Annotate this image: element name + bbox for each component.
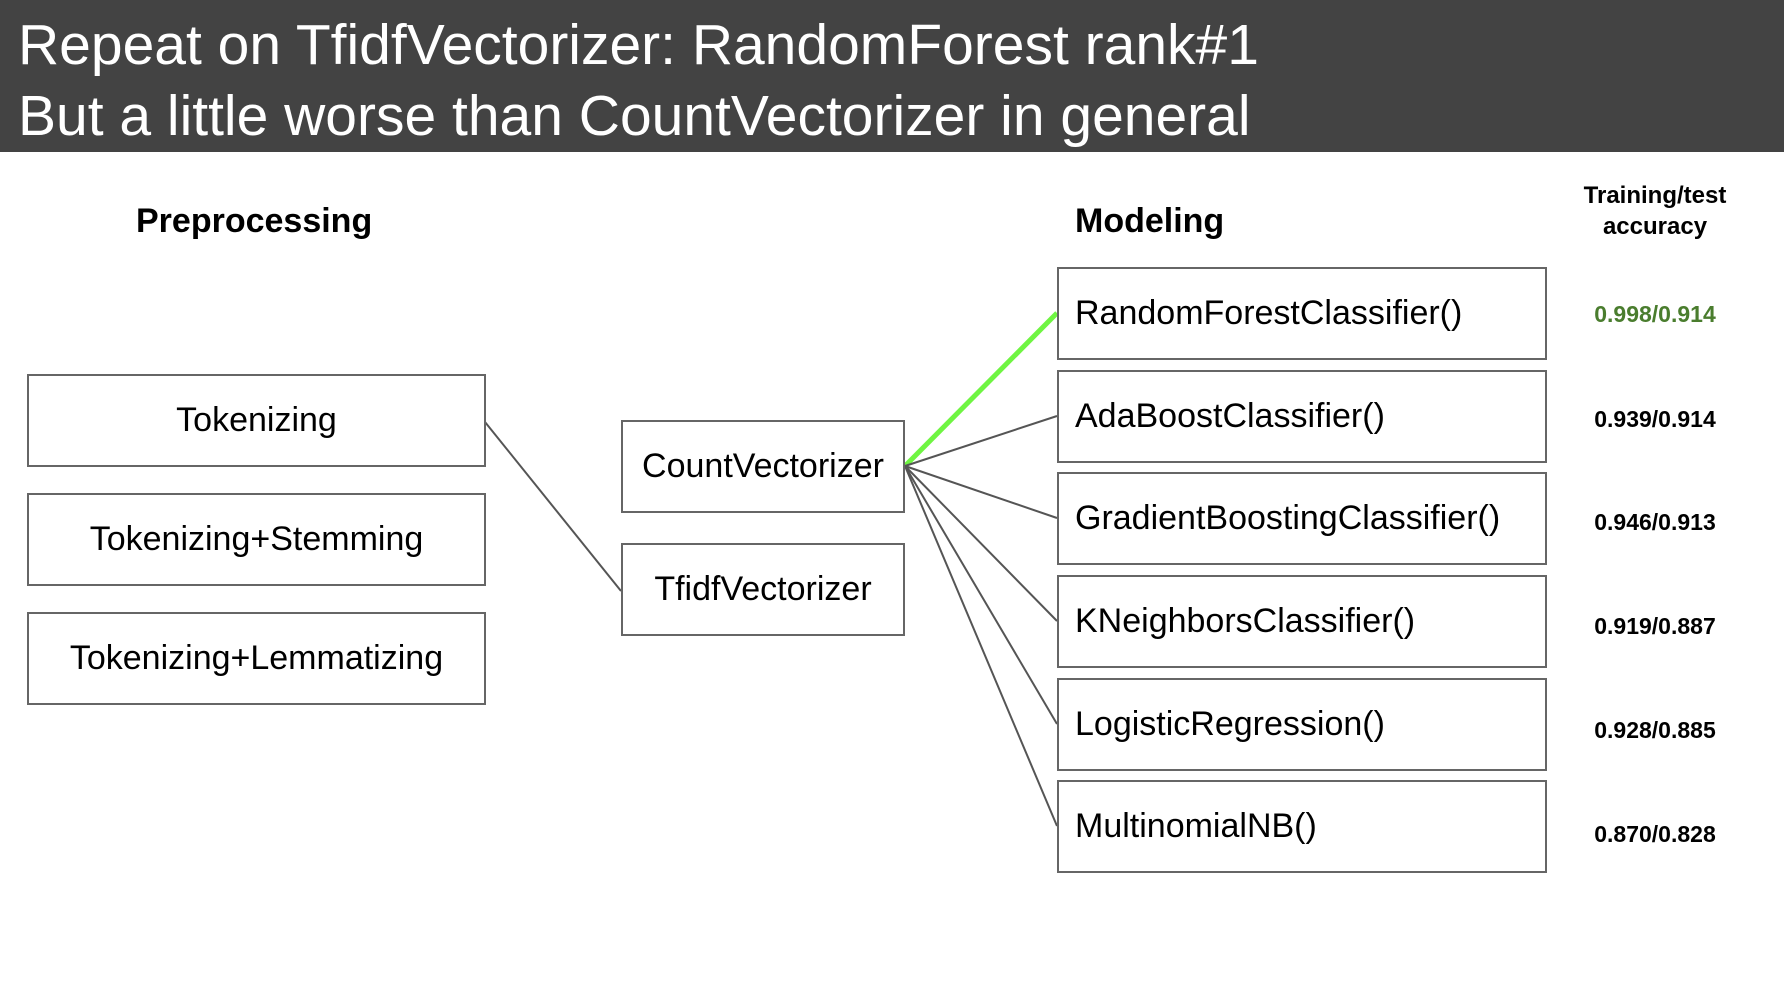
vectorizer-count: CountVectorizer xyxy=(621,420,905,513)
accuracy-logistic-regression: 0.928/0.885 xyxy=(1594,717,1716,743)
model-gradient-boosting: GradientBoostingClassifier() xyxy=(1057,472,1547,565)
model-adaboost: AdaBoostClassifier() xyxy=(1057,370,1547,463)
preprocessing-tokenizing: Tokenizing xyxy=(27,374,486,467)
preprocessing-tokenizing-stemming: Tokenizing+Stemming xyxy=(27,493,486,586)
preprocessing-heading: Preprocessing xyxy=(136,202,373,240)
link-countvectorizer-to-model-5 xyxy=(904,465,1058,827)
model-gradient-boosting-label: GradientBoostingClassifier() xyxy=(1075,499,1501,537)
slide-title-line-1: Repeat on TfidfVectorizer: RandomForest … xyxy=(18,13,1259,77)
model-random-forest: RandomForestClassifier() xyxy=(1057,267,1547,360)
slide-title-line-2: But a little worse than CountVectorizer … xyxy=(18,84,1251,148)
accuracy-heading-line-2: accuracy xyxy=(1602,213,1708,240)
model-logistic-regression-label: LogisticRegression() xyxy=(1075,705,1385,743)
vectorizer-tfidf: TfidfVectorizer xyxy=(621,543,905,636)
model-multinomial-nb: MultinomialNB() xyxy=(1057,780,1547,873)
modeling-heading: Modeling xyxy=(1075,202,1225,240)
vectorizer-count-label: CountVectorizer xyxy=(642,447,884,485)
preprocessing-tokenizing-lemmatizing-label: Tokenizing+Lemmatizing xyxy=(69,639,444,677)
model-kneighbors: KNeighborsClassifier() xyxy=(1057,575,1547,668)
link-countvectorizer-to-model-2 xyxy=(904,465,1058,519)
link-countvectorizer-to-model-1 xyxy=(904,415,1058,467)
accuracy-heading-line-1: Training/test xyxy=(1583,182,1727,209)
accuracy-adaboost: 0.939/0.914 xyxy=(1594,406,1716,432)
model-adaboost-label: AdaBoostClassifier() xyxy=(1075,397,1385,435)
preprocessing-tokenizing-lemmatizing: Tokenizing+Lemmatizing xyxy=(27,612,486,705)
model-kneighbors-label: KNeighborsClassifier() xyxy=(1075,602,1416,640)
accuracy-gradient-boosting: 0.946/0.913 xyxy=(1594,509,1716,535)
accuracy-multinomial-nb: 0.870/0.828 xyxy=(1594,821,1716,847)
preprocessing-tokenizing-stemming-label: Tokenizing+Stemming xyxy=(89,520,424,558)
model-logistic-regression: LogisticRegression() xyxy=(1057,678,1547,771)
link-countvectorizer-to-model-0 xyxy=(903,311,1059,468)
vectorizer-tfidf-label: TfidfVectorizer xyxy=(654,570,872,608)
model-random-forest-label: RandomForestClassifier() xyxy=(1075,294,1463,332)
accuracy-random-forest: 0.998/0.914 xyxy=(1594,301,1716,327)
accuracy-heading: Training/test accuracy xyxy=(1560,180,1750,242)
slide-header: Repeat on TfidfVectorizer: RandomForest … xyxy=(0,0,1784,152)
model-multinomial-nb-label: MultinomialNB() xyxy=(1075,807,1317,845)
link-tokenizing-to-tfidf xyxy=(484,421,622,592)
preprocessing-tokenizing-label: Tokenizing xyxy=(176,401,337,439)
link-countvectorizer-to-model-3 xyxy=(904,465,1058,622)
link-countvectorizer-to-model-4 xyxy=(904,465,1058,725)
accuracy-kneighbors: 0.919/0.887 xyxy=(1594,613,1716,639)
